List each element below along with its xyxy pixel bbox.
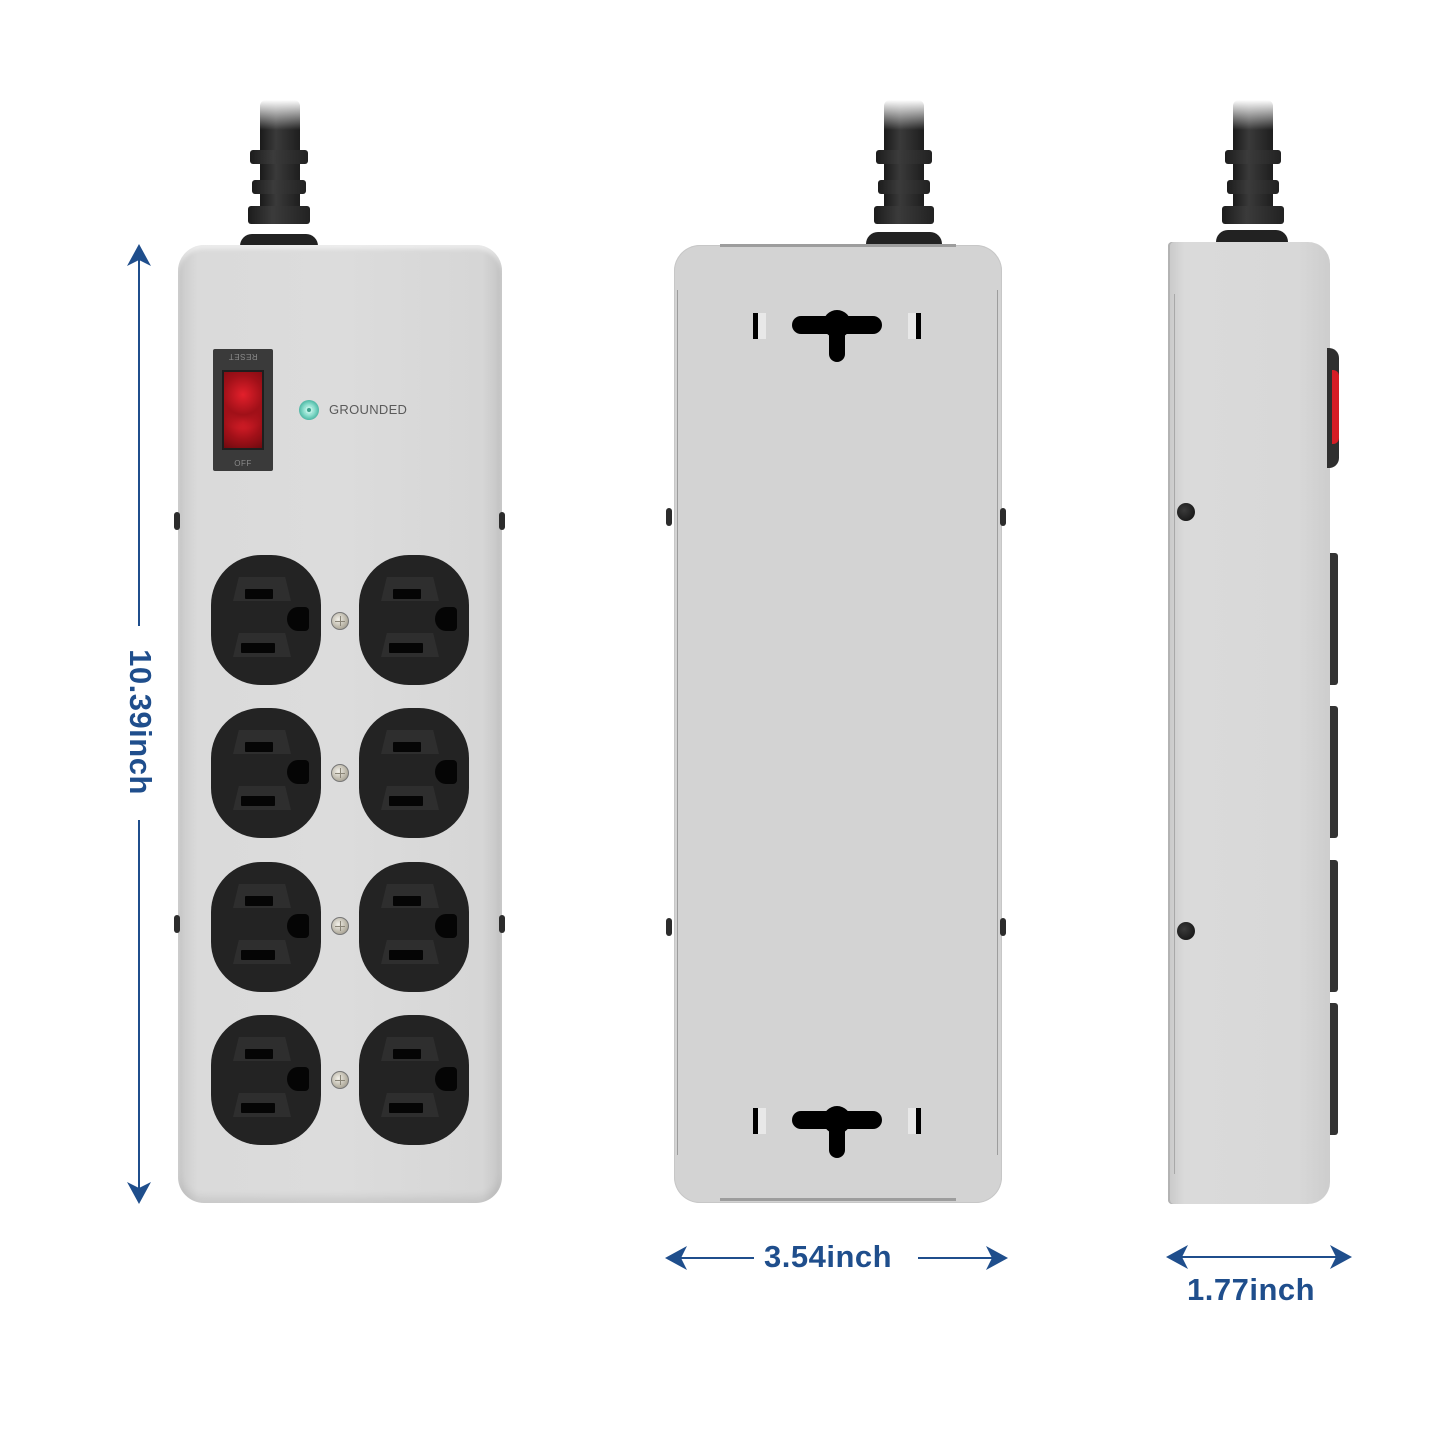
housing-edge xyxy=(997,290,998,1155)
strain-relief xyxy=(878,180,930,194)
screw-icon xyxy=(331,612,349,630)
dimension-line xyxy=(138,820,140,1192)
housing-edge xyxy=(677,290,678,1155)
housing-edge xyxy=(720,244,956,247)
dimension-line xyxy=(138,256,140,626)
arrow-left-icon xyxy=(1166,1245,1188,1269)
side-outlet-profile xyxy=(1330,706,1338,838)
housing-nub xyxy=(174,512,180,530)
side-power-switch xyxy=(1327,348,1339,468)
switch-rocker[interactable] xyxy=(222,370,264,450)
housing-nub xyxy=(1000,918,1006,936)
outlet xyxy=(211,1015,321,1145)
strain-relief xyxy=(250,150,308,164)
cord-fade xyxy=(884,100,924,130)
strain-relief-base xyxy=(1216,230,1288,242)
arrow-down-icon xyxy=(127,1182,151,1204)
mounting-bump-icon xyxy=(1177,503,1195,521)
housing-edge xyxy=(720,1198,956,1201)
arrow-up-icon xyxy=(127,244,151,266)
outlet xyxy=(359,708,469,838)
outlet xyxy=(211,862,321,992)
screw-icon xyxy=(331,764,349,782)
depth-label: 1.77inch xyxy=(1187,1272,1316,1307)
outlet xyxy=(359,862,469,992)
strain-relief xyxy=(874,206,934,224)
outlet xyxy=(359,555,469,685)
back-housing xyxy=(674,245,1002,1203)
power-switch[interactable]: RESET OFF xyxy=(213,349,273,471)
arrow-right-icon xyxy=(1330,1245,1352,1269)
housing-nub xyxy=(666,508,672,526)
housing-nub xyxy=(499,915,505,933)
switch-off-label: OFF xyxy=(234,459,252,468)
dimension-line xyxy=(1178,1256,1338,1258)
outlet xyxy=(359,1015,469,1145)
housing-nub xyxy=(666,918,672,936)
screw-icon xyxy=(331,1071,349,1089)
grounded-label: GROUNDED xyxy=(329,402,408,417)
strain-relief xyxy=(252,180,306,194)
length-label: 10.39inch xyxy=(123,649,158,795)
width-label: 3.54inch xyxy=(764,1239,893,1274)
grounded-led-icon xyxy=(299,400,319,420)
switch-reset-label: RESET xyxy=(228,352,258,361)
outlet xyxy=(211,555,321,685)
housing-nub xyxy=(174,915,180,933)
cord-fade xyxy=(1233,100,1273,130)
strain-relief xyxy=(876,150,932,164)
strain-relief-base xyxy=(240,234,318,246)
strain-relief xyxy=(1227,180,1279,194)
strain-relief xyxy=(1225,150,1281,164)
strain-relief-base xyxy=(866,232,942,244)
side-outlet-profile xyxy=(1330,860,1338,992)
cord-fade xyxy=(260,100,300,130)
strain-relief xyxy=(248,206,310,224)
outlet xyxy=(211,708,321,838)
screw-icon xyxy=(331,917,349,935)
dimension-line xyxy=(676,1257,754,1259)
arrow-right-icon xyxy=(986,1246,1008,1270)
strain-relief xyxy=(1222,206,1284,224)
housing-nub xyxy=(499,512,505,530)
side-outlet-profile xyxy=(1330,553,1338,685)
side-housing xyxy=(1168,242,1330,1204)
mounting-bump-icon xyxy=(1177,922,1195,940)
side-outlet-profile xyxy=(1330,1003,1338,1135)
dimension-line xyxy=(918,1257,996,1259)
housing-nub xyxy=(1000,508,1006,526)
